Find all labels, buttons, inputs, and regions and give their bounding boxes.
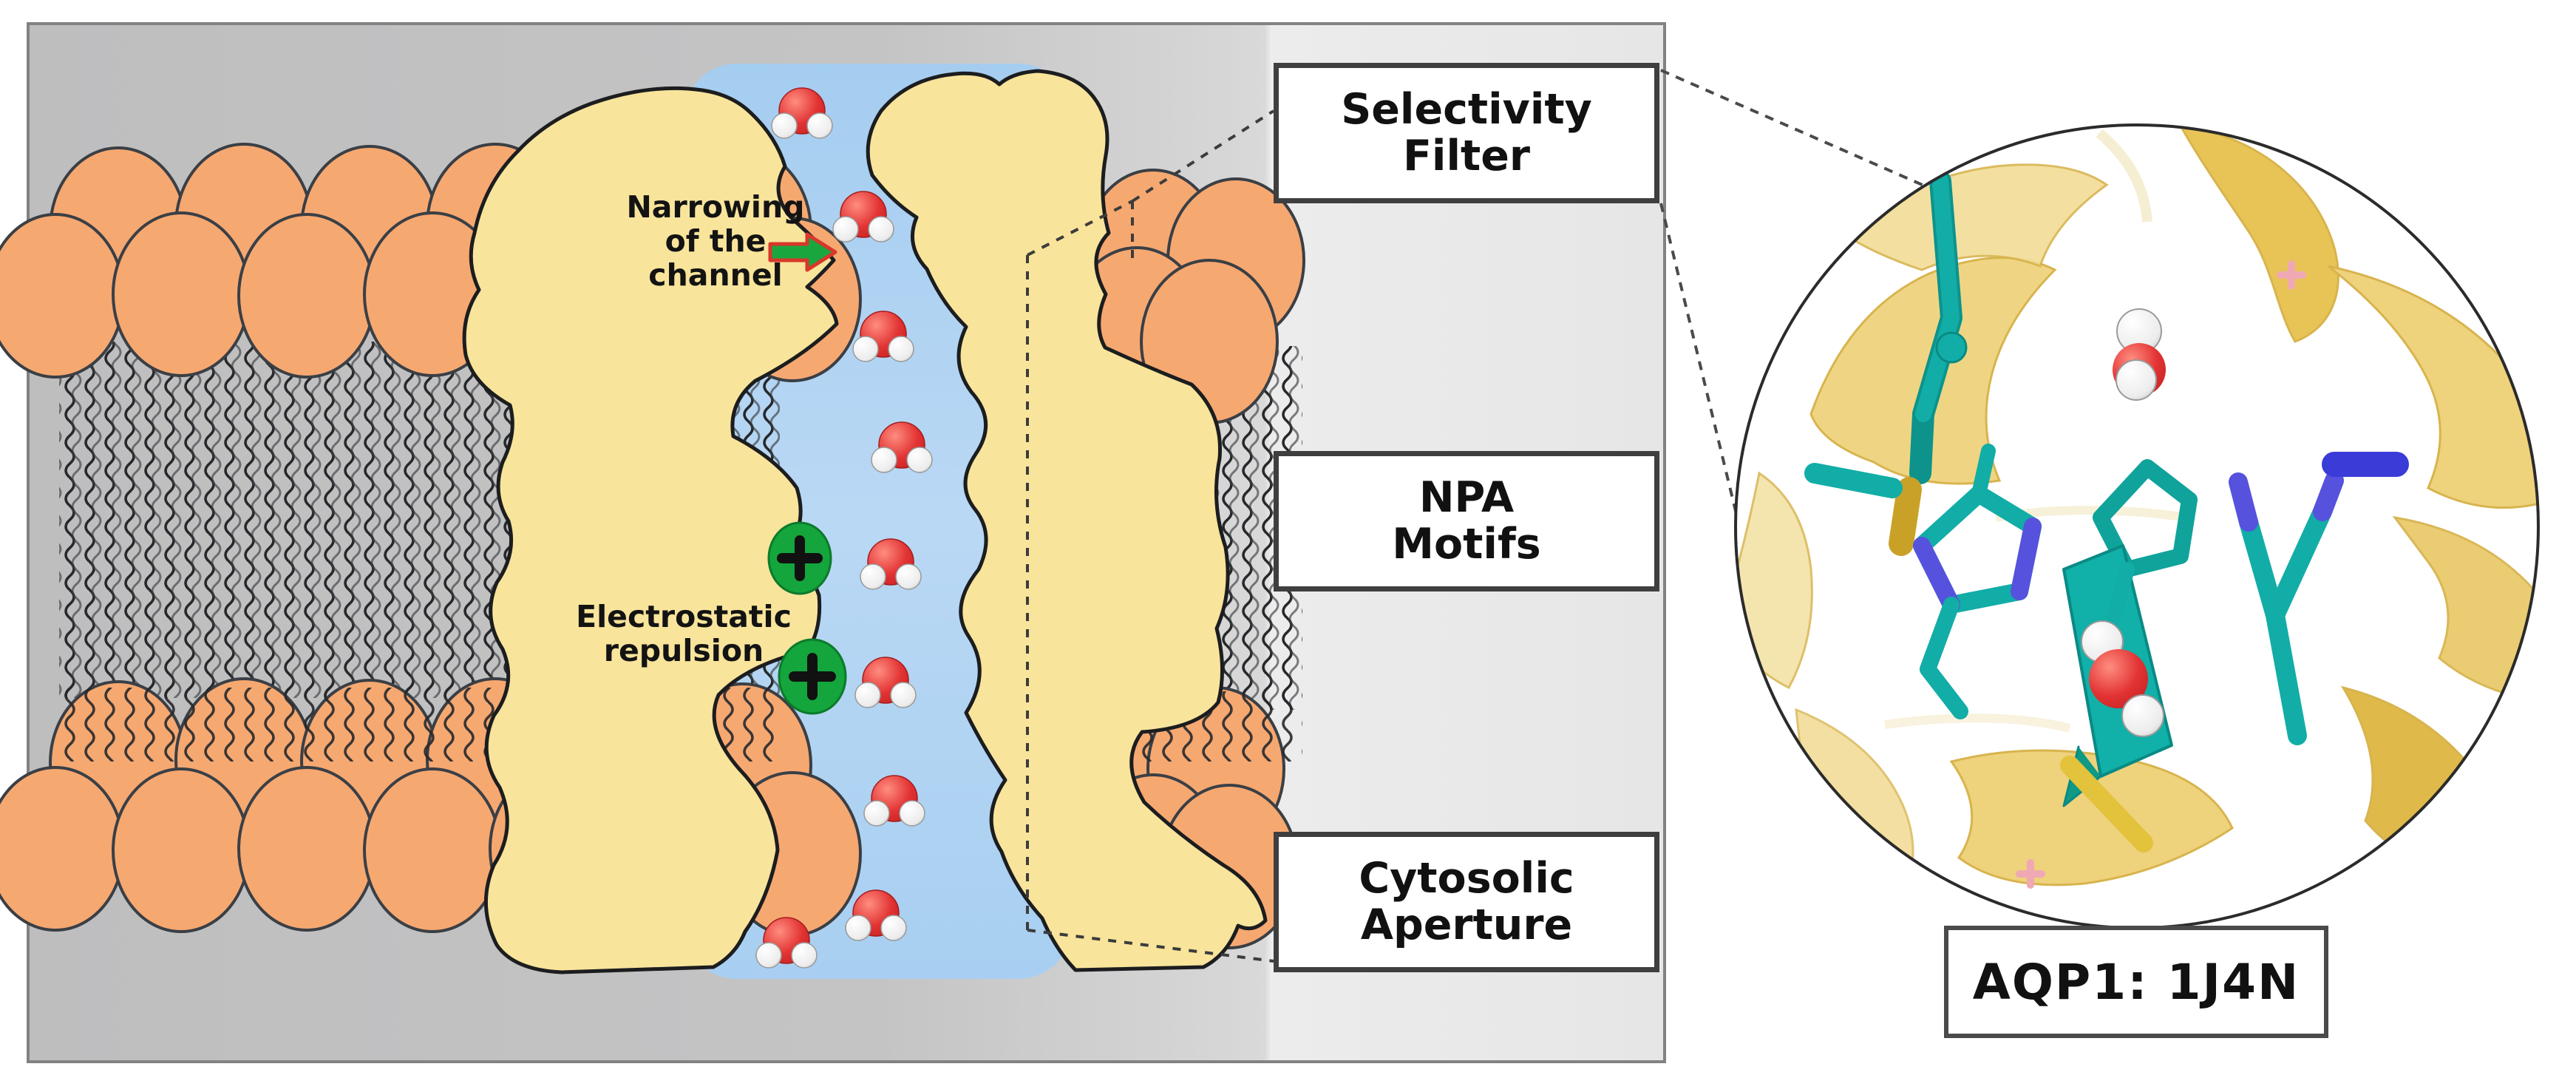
- magnified-region-outline: [1026, 109, 1275, 963]
- structure-inset: [1734, 123, 2540, 929]
- inset-caption: AQP1: 1J4N: [1944, 926, 2328, 1038]
- aquaporin-right-half: [866, 69, 1268, 972]
- positive-charge-icon: [778, 638, 847, 715]
- positive-charge-icon: [767, 521, 832, 595]
- pink-marker-icon: [2016, 260, 2306, 889]
- callout-cytosolic-aperture: Cytosolic Aperture: [1274, 832, 1659, 972]
- electrostatic-annotation: Electrostatic repulsion: [576, 599, 792, 668]
- inset-water-molecules: [2081, 308, 2166, 737]
- narrowing-annotation: Narrowing of the channel: [626, 189, 805, 293]
- callout-npa-motifs: NPA Motifs: [1274, 451, 1659, 591]
- callout-selectivity-filter: Selectivity Filter: [1274, 63, 1659, 203]
- flow-arrow-icon: [768, 232, 837, 272]
- aquaporin-left-half: [462, 86, 839, 974]
